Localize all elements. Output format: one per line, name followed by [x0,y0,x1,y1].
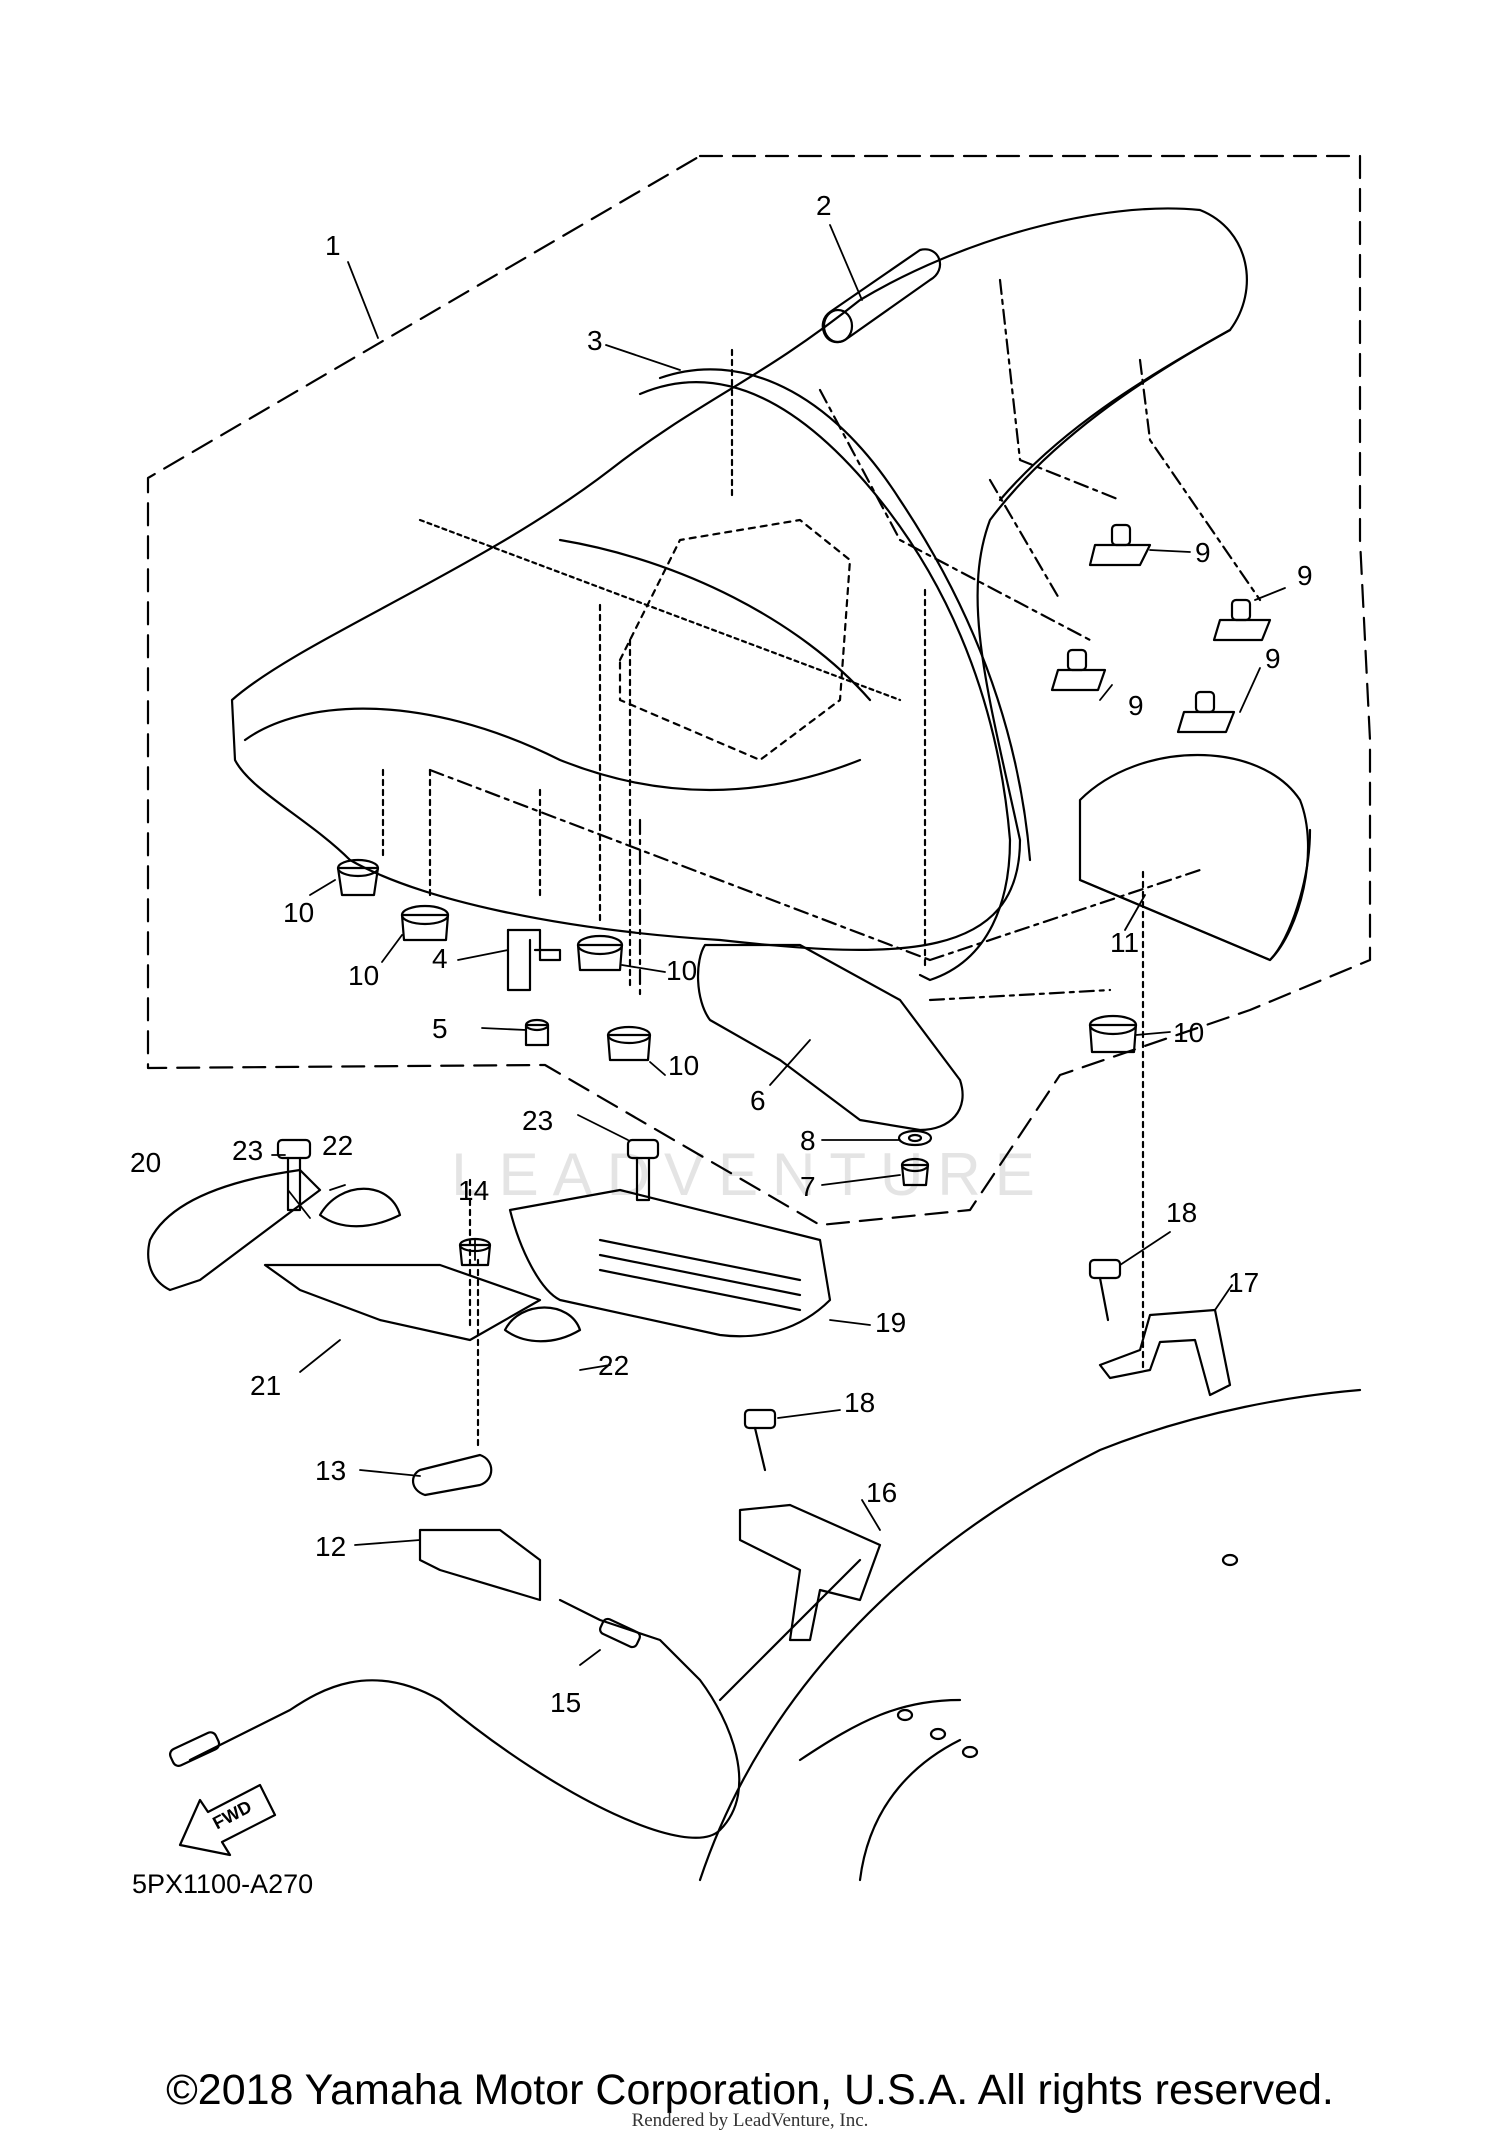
callout-9a: 9 [1195,537,1211,568]
callout-13: 13 [315,1455,346,1486]
callout-3: 3 [587,325,603,356]
bolt-23b [626,1138,660,1202]
callout-20: 20 [130,1147,161,1178]
callout-15: 15 [550,1687,581,1718]
bolt-18b [1088,1258,1122,1322]
grab-handle-2 [821,248,941,344]
damper-10e [1088,1014,1138,1054]
clip-9d [1176,690,1236,734]
callout-17: 17 [1228,1267,1259,1298]
clip-9b [1212,598,1272,642]
clip-9c [1050,648,1107,692]
callout-21: 21 [250,1370,281,1401]
damper-10a [336,858,380,897]
damper-10c [576,934,624,972]
copyright-notice: ©2018 Yamaha Motor Corporation, U.S.A. A… [166,2066,1334,2114]
handle-17 [1098,1308,1232,1397]
latch-12 [418,1528,542,1602]
nut-7 [900,1157,930,1187]
callout-labels: 1 2 3 4 5 6 7 8 9 9 9 9 10 10 10 10 10 1… [130,190,1313,1899]
reference-code: 5PX1100-A270 [132,1869,313,1899]
plate-21 [263,1263,542,1342]
cover-19 [508,1188,832,1338]
callout-1: 1 [325,230,341,261]
washer-8 [897,1129,933,1147]
nut-5 [524,1018,550,1047]
callout-18b: 18 [844,1387,875,1418]
callout-23b: 23 [522,1105,553,1136]
bracket-6 [697,943,964,1132]
damper-10d [606,1025,652,1062]
pad-22b [503,1306,582,1343]
bracket-16 [738,1503,882,1642]
assembly-boundary [146,154,1372,1227]
callout-9d: 9 [1265,643,1281,674]
callout-18a: 18 [1166,1197,1197,1228]
callout-10b: 10 [348,960,379,991]
bracket-4 [506,928,562,992]
rendered-by-note: Rendered by LeadVenture, Inc. [631,2110,869,2131]
callout-10a: 10 [283,897,314,928]
fwd-arrow-shape [178,1783,277,1857]
callout-12: 12 [315,1531,346,1562]
pad-22a [318,1187,402,1228]
callout-10c: 10 [666,955,697,986]
callout-leaders [271,224,1286,1666]
callout-5: 5 [432,1013,448,1044]
callout-7: 7 [800,1171,816,1202]
bolt-18a [743,1408,777,1472]
callout-6: 6 [750,1085,766,1116]
callout-14: 14 [458,1175,489,1206]
seat-assembly [230,207,1312,982]
callout-9b: 9 [1297,560,1313,591]
callout-11: 11 [1110,927,1139,958]
damper-10b [400,904,450,942]
hinge-20 [147,1168,322,1292]
callout-8: 8 [800,1125,816,1156]
callout-2: 2 [816,190,832,221]
callout-16: 16 [866,1477,897,1508]
callout-19: 19 [875,1307,906,1338]
watermark-text: LEADVENTURE [451,1141,1049,1208]
callout-22a: 22 [322,1130,353,1161]
callout-4: 4 [432,943,448,974]
callout-22b: 22 [598,1350,629,1381]
fender-outline [698,1388,1362,1882]
clip-9a [1088,523,1152,567]
cable-15 [188,1598,741,1839]
callout-10d: 10 [668,1050,699,1081]
callout-10e: 10 [1173,1017,1204,1048]
leader-lines [428,278,1262,1002]
callout-9c: 9 [1128,690,1144,721]
callout-23a: 23 [232,1135,263,1166]
dotted-fastener-lines [381,348,1145,1452]
bracket-13 [412,1453,493,1497]
